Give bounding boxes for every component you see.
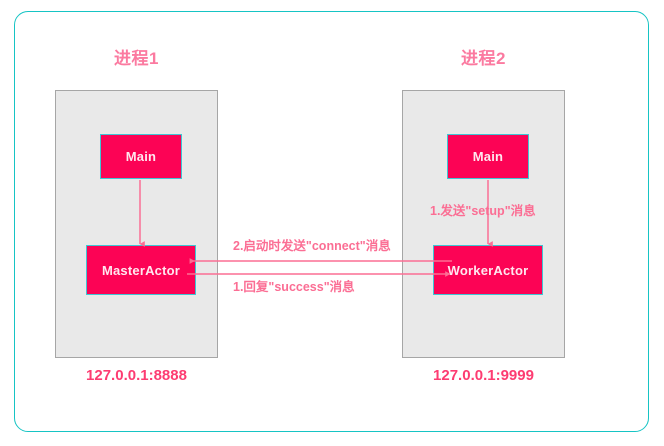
process-1-box: Main MasterActor <box>55 90 218 358</box>
process-group-2: 进程2 Main WorkerActor 127.0.0.1:9999 <box>402 46 565 388</box>
process-2-title: 进程2 <box>461 49 506 68</box>
node-masteractor[interactable]: MasterActor <box>86 245 196 295</box>
process-1-title: 进程1 <box>114 49 159 68</box>
process-2-box: Main WorkerActor <box>402 90 565 358</box>
node-main-process-2[interactable]: Main <box>447 134 529 179</box>
node-workeractor[interactable]: WorkerActor <box>433 245 543 295</box>
process-group-1: 进程1 Main MasterActor 127.0.0.1:8888 <box>55 46 218 388</box>
process-1-address: 127.0.0.1:8888 <box>86 367 187 384</box>
node-main-process-1[interactable]: Main <box>100 134 182 179</box>
arrow-label-connect: 2.启动时发送"connect"消息 <box>233 239 391 253</box>
process-2-address: 127.0.0.1:9999 <box>433 367 534 384</box>
arrow-label-setup: 1.发送"setup"消息 <box>430 204 536 218</box>
arrow-label-success: 1.回复"success"消息 <box>233 280 355 294</box>
diagram-frame <box>14 11 649 432</box>
